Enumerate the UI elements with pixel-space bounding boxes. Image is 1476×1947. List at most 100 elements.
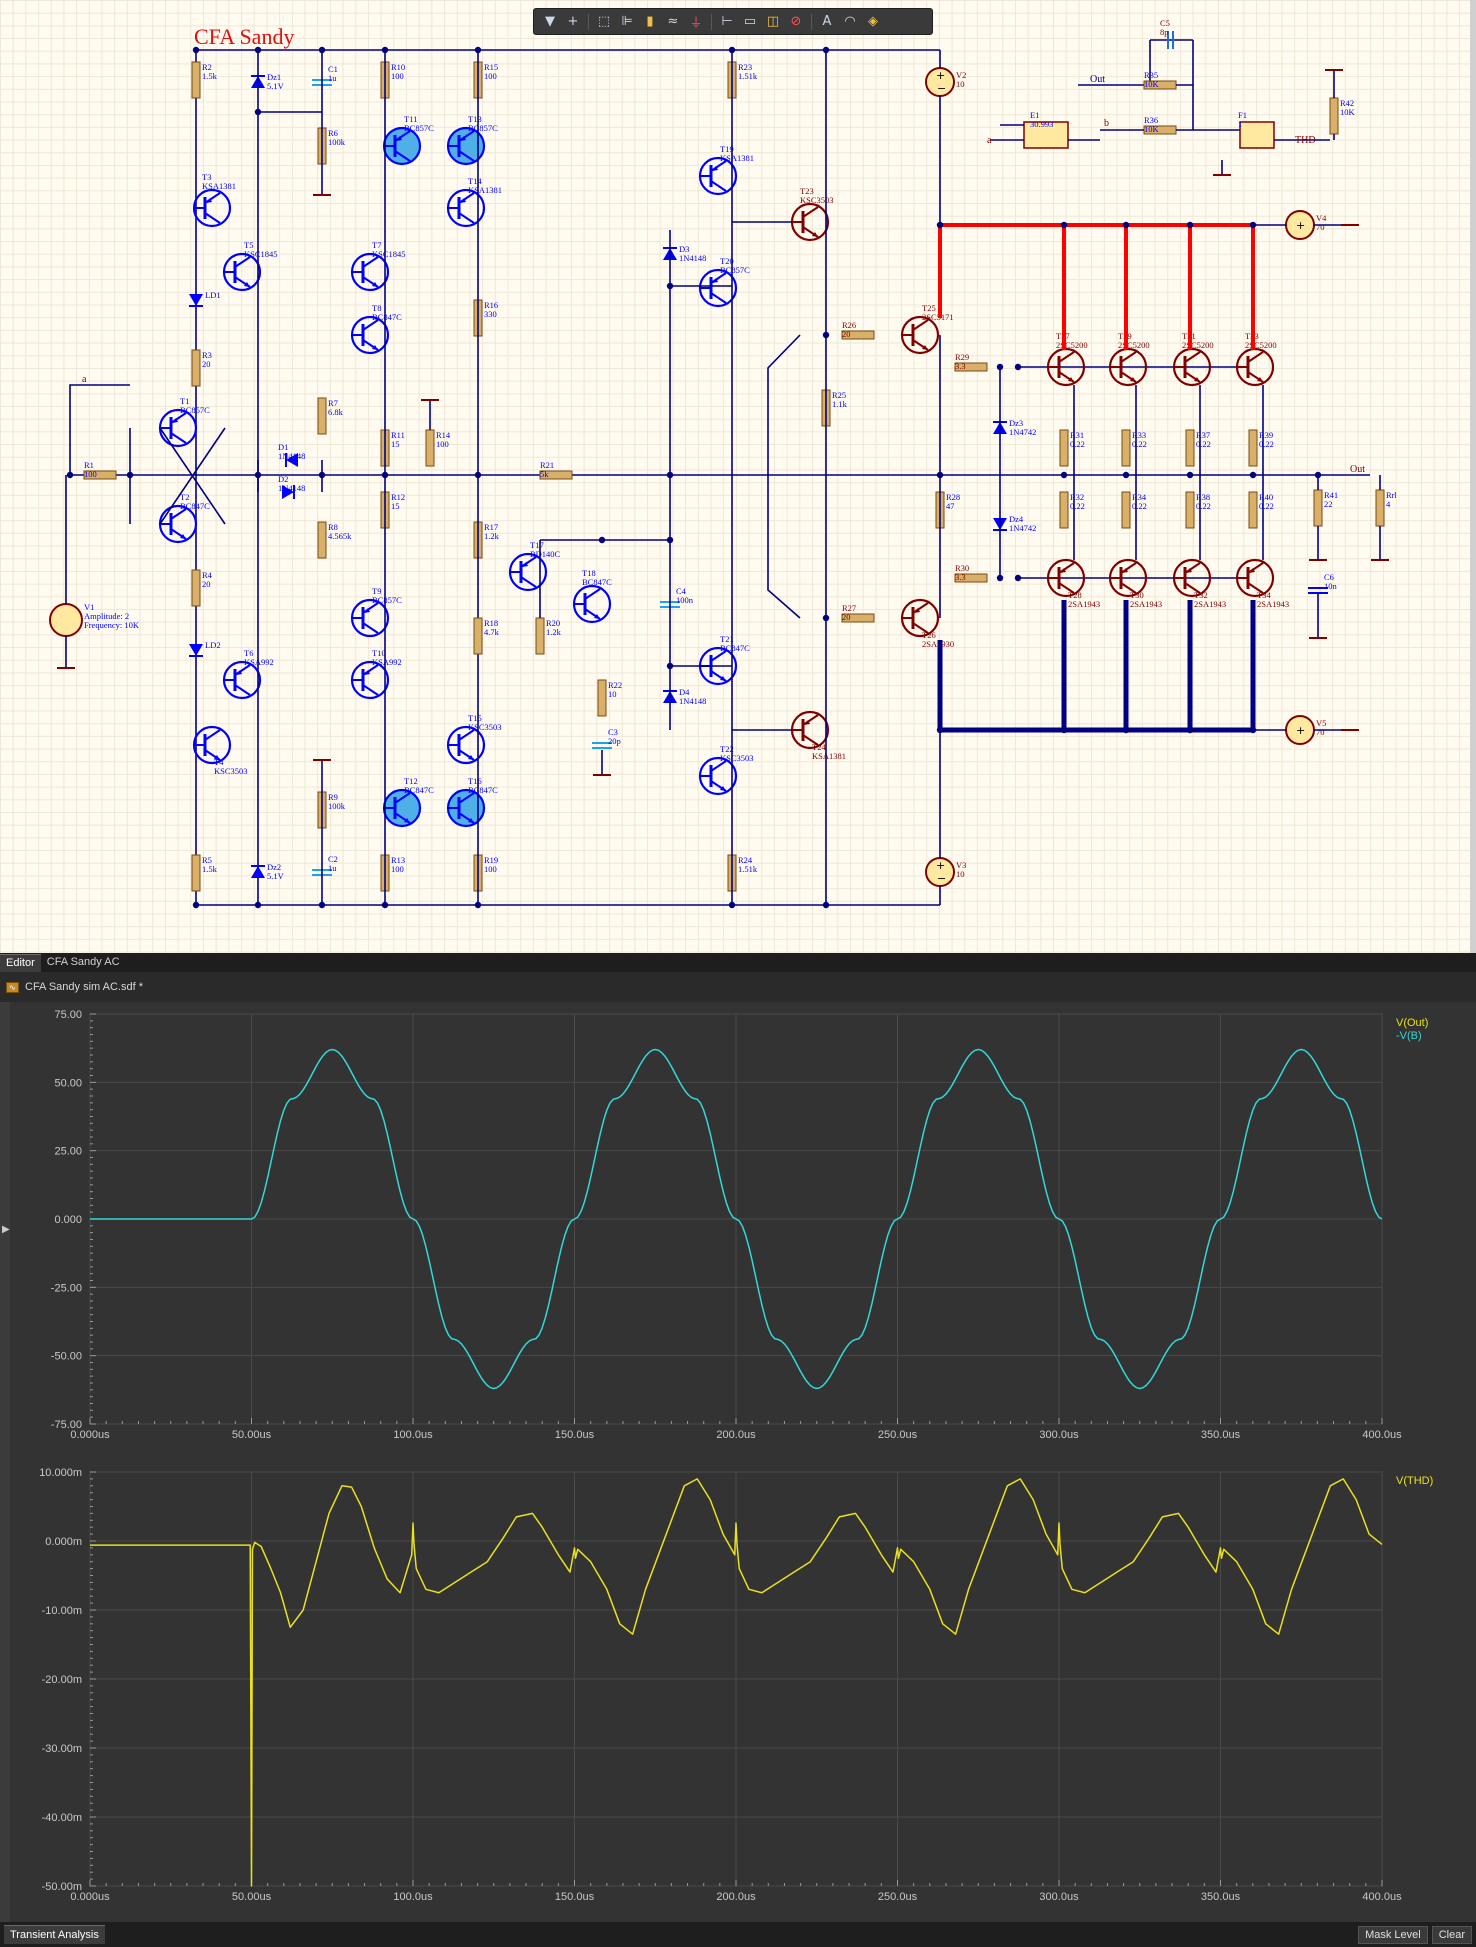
resistor-r4[interactable]: [191, 569, 201, 607]
x-tick-label: 300.0us: [1039, 1891, 1079, 1903]
transistor-t23[interactable]: [790, 202, 830, 242]
resistor-r1[interactable]: [83, 470, 117, 480]
resistor-r42[interactable]: [1329, 97, 1339, 135]
text-icon[interactable]: A: [822, 14, 832, 29]
transistor-t1[interactable]: [158, 408, 198, 448]
clear-button[interactable]: Clear: [1431, 1925, 1472, 1944]
probe-icon[interactable]: ◈: [868, 14, 878, 29]
resistor-r30[interactable]: [954, 573, 988, 583]
transistor-t9[interactable]: [350, 598, 390, 638]
transistor-t14[interactable]: [446, 188, 486, 228]
resistor-r5[interactable]: [191, 854, 201, 892]
resistor-r37[interactable]: [1185, 429, 1195, 467]
transistor-t7[interactable]: [350, 252, 390, 292]
voltage-source-v5[interactable]: +: [1285, 715, 1315, 745]
resistor-r8[interactable]: [317, 521, 327, 559]
tab-editor[interactable]: Editor: [0, 954, 41, 972]
resistor-r21[interactable]: [539, 470, 573, 480]
voltage-source-v2[interactable]: +−: [925, 67, 955, 97]
diode-d1[interactable]: [285, 453, 298, 467]
transistor-t3[interactable]: [192, 188, 232, 228]
diode-dz2[interactable]: [251, 865, 265, 878]
transistor-t5[interactable]: [222, 252, 262, 292]
tab-transient-analysis[interactable]: Transient Analysis: [4, 1925, 105, 1944]
resistor-r3[interactable]: [191, 349, 201, 387]
resistor-r14[interactable]: [425, 429, 435, 467]
transistor-t10[interactable]: [350, 660, 390, 700]
resistor-r18[interactable]: [473, 617, 483, 655]
resistor-r41[interactable]: [1313, 489, 1323, 527]
transistor-t18[interactable]: [572, 584, 612, 624]
transistor-t13[interactable]: [446, 126, 486, 166]
resistor-r38[interactable]: [1185, 491, 1195, 529]
diode-d2[interactable]: [282, 485, 295, 499]
transistor-t2[interactable]: [158, 504, 198, 544]
transistor-t28[interactable]: [1046, 558, 1086, 598]
transistor-t11[interactable]: [382, 126, 422, 166]
tab-cfa-sandy-ac[interactable]: CFA Sandy AC: [46, 956, 120, 968]
transistor-t26[interactable]: [900, 598, 940, 638]
resistor-r22[interactable]: [597, 679, 607, 717]
legend-entry[interactable]: V(THD): [1396, 1475, 1433, 1487]
transistor-t4[interactable]: [192, 725, 232, 765]
transistor-t6[interactable]: [222, 660, 262, 700]
transistor-t20[interactable]: [698, 268, 738, 308]
transistor-t19[interactable]: [698, 156, 738, 196]
transistor-t32[interactable]: [1172, 558, 1212, 598]
series-v-thd-[interactable]: [90, 1478, 1383, 1887]
resistor-r39[interactable]: [1248, 429, 1258, 467]
transistor-t17[interactable]: [508, 552, 548, 592]
series-v-out-[interactable]: [90, 1048, 1383, 1390]
transistor-t8[interactable]: [350, 315, 390, 355]
transistor-t12[interactable]: [382, 788, 422, 828]
no-erc-icon[interactable]: ⊘: [790, 14, 802, 29]
mask-level-button[interactable]: Mask Level: [1358, 1925, 1428, 1944]
expand-arrow-icon[interactable]: ▶: [2, 1224, 10, 1235]
voltage-source-v4[interactable]: +: [1285, 210, 1315, 240]
transistor-t16[interactable]: [446, 788, 486, 828]
transistor-t15[interactable]: [446, 725, 486, 765]
resistor-r33[interactable]: [1121, 429, 1131, 467]
resistor-r20[interactable]: [535, 617, 545, 655]
resistor-r27[interactable]: [841, 613, 875, 623]
capacitor-c3[interactable]: [592, 742, 612, 749]
component-icon[interactable]: ▮: [646, 14, 654, 29]
arc-icon[interactable]: ◠: [844, 14, 856, 29]
bus-icon[interactable]: ≈: [667, 14, 679, 29]
transistor-t22[interactable]: [698, 756, 738, 796]
document-name[interactable]: CFA Sandy sim AC.sdf *: [25, 981, 143, 993]
voltage-source-v3[interactable]: +−: [925, 857, 955, 887]
filter-icon[interactable]: ▼: [545, 14, 555, 29]
transistor-t30[interactable]: [1108, 558, 1148, 598]
diode-ld1[interactable]: [189, 294, 203, 307]
select-rect-icon[interactable]: ⬚: [597, 14, 611, 29]
sheet-entry-icon[interactable]: ◫: [766, 14, 780, 29]
resistor-r40[interactable]: [1248, 491, 1258, 529]
net-label-icon[interactable]: ⊢: [721, 14, 733, 29]
port-icon[interactable]: ▭: [743, 14, 757, 29]
resistor-r29[interactable]: [954, 362, 988, 372]
transistor-t34[interactable]: [1235, 558, 1275, 598]
resistor-r2[interactable]: [191, 61, 201, 99]
legend-entry[interactable]: -V(B): [1396, 1030, 1422, 1042]
resistor-r32[interactable]: [1059, 491, 1069, 529]
transistor-t24[interactable]: [790, 710, 830, 750]
capacitor-c5[interactable]: [1167, 31, 1174, 49]
crosshair-icon[interactable]: +: [567, 14, 579, 29]
diode-ld2[interactable]: [189, 644, 203, 657]
resistor-r7[interactable]: [317, 397, 327, 435]
resistor-r34[interactable]: [1121, 491, 1131, 529]
side-panel-handle[interactable]: ▶: [0, 1002, 10, 1922]
legend-entry[interactable]: V(Out): [1396, 1017, 1428, 1029]
resistor-rrl[interactable]: [1375, 489, 1385, 527]
transistor-t25[interactable]: [900, 315, 940, 355]
align-icon[interactable]: ⊫: [621, 14, 633, 29]
resistor-r26[interactable]: [841, 330, 875, 340]
resistor-r31[interactable]: [1059, 429, 1069, 467]
transistor-t33[interactable]: [1235, 347, 1275, 387]
ground-icon[interactable]: ⏚: [689, 16, 703, 31]
